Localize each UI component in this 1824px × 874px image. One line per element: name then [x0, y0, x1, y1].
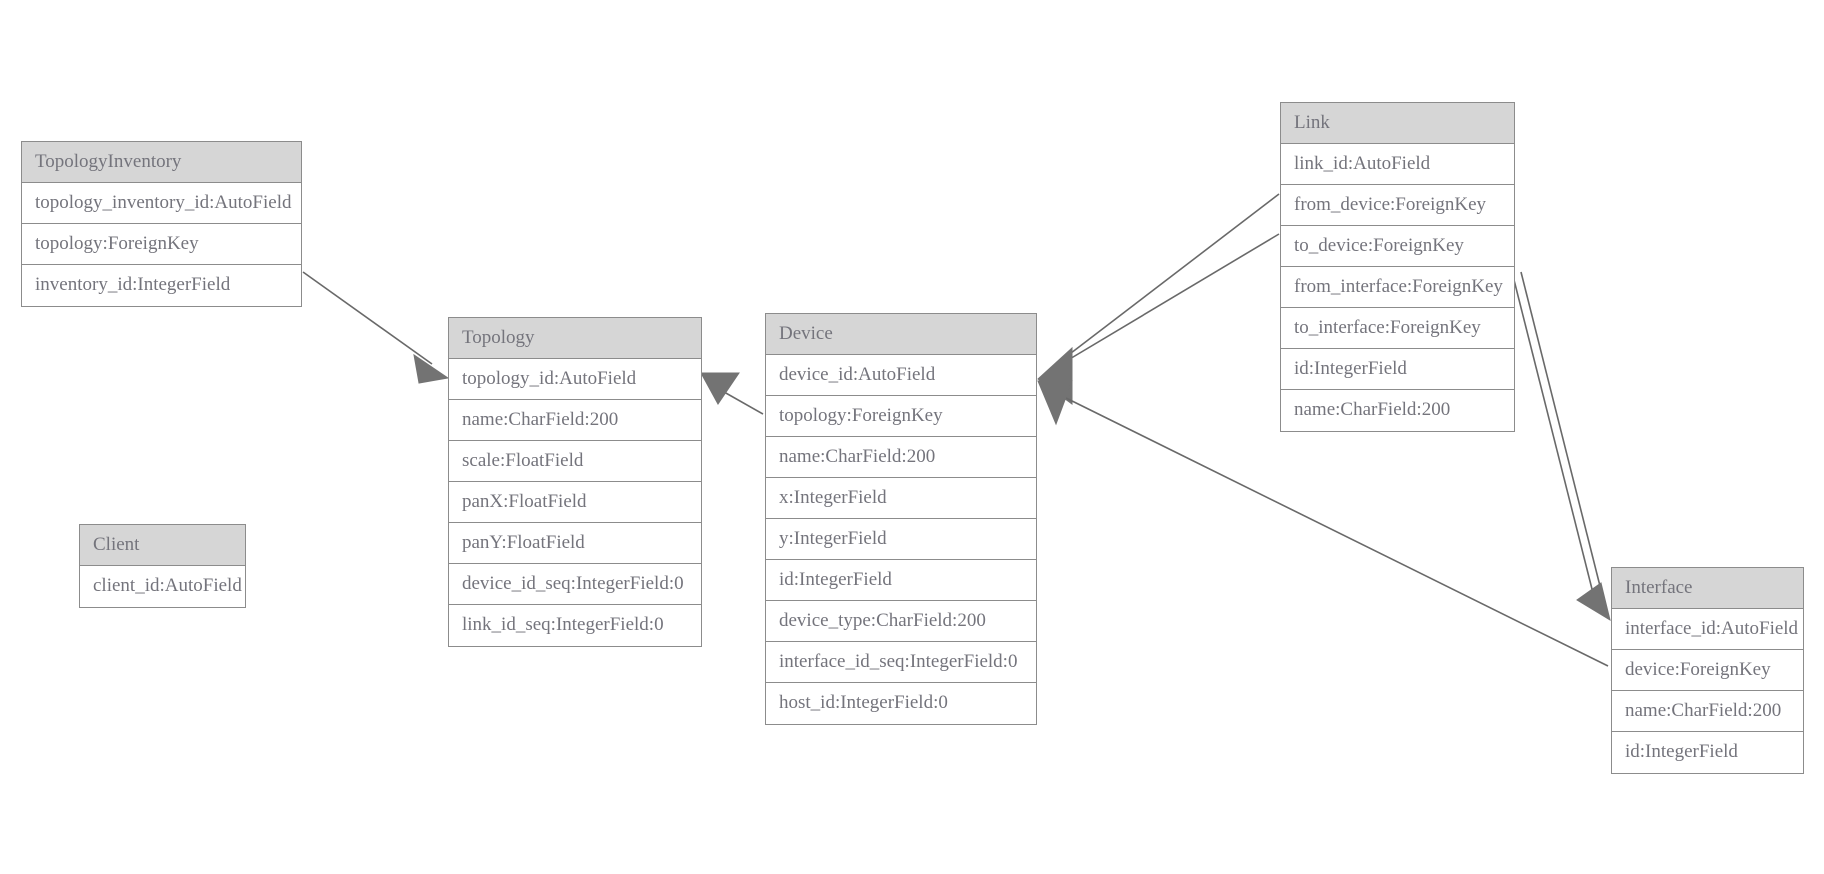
entity-title-device: Device	[766, 314, 1036, 355]
entity-field-id: id:IntegerField	[766, 560, 1036, 601]
entity-field-id: id:IntegerField	[1281, 349, 1514, 390]
entity-field-device-id-seq: device_id_seq:IntegerField:0	[449, 564, 701, 605]
entity-title-interface: Interface	[1612, 568, 1803, 609]
entity-field-topology-inventory-id: topology_inventory_id:AutoField	[22, 183, 301, 224]
entity-field-client-id: client_id:AutoField	[80, 566, 245, 607]
arrowhead-device-top	[1037, 346, 1073, 405]
entity-title-topologyinventory: TopologyInventory	[22, 142, 301, 183]
entity-field-device-id: device_id:AutoField	[766, 355, 1036, 396]
entity-field-name: name:CharField:200	[766, 437, 1036, 478]
arrowhead-interface	[1576, 582, 1611, 622]
edge-device-to-topology	[700, 372, 764, 415]
entity-title-topology: Topology	[449, 318, 701, 359]
entity-topology[interactable]: Topology topology_id:AutoField name:Char…	[448, 317, 702, 647]
entity-field-x: x:IntegerField	[766, 478, 1036, 519]
entity-device[interactable]: Device device_id:AutoField topology:Fore…	[765, 313, 1037, 725]
entity-topologyinventory[interactable]: TopologyInventory topology_inventory_id:…	[21, 141, 302, 307]
entity-field-scale: scale:FloatField	[449, 441, 701, 482]
entity-field-name: name:CharField:200	[1612, 691, 1803, 732]
entity-field-topology: topology:ForeignKey	[22, 224, 301, 265]
entity-interface[interactable]: Interface interface_id:AutoField device:…	[1611, 567, 1804, 774]
entity-field-to-device: to_device:ForeignKey	[1281, 226, 1514, 267]
entity-field-link-id-seq: link_id_seq:IntegerField:0	[449, 605, 701, 646]
edge-link-from-device-to-device	[1057, 193, 1280, 364]
edge-link-to-interface-to-interface	[1520, 271, 1603, 595]
entity-field-to-interface: to_interface:ForeignKey	[1281, 308, 1514, 349]
entity-field-device-fk: device:ForeignKey	[1612, 650, 1803, 691]
entity-field-panx: panX:FloatField	[449, 482, 701, 523]
entity-field-topology-id: topology_id:AutoField	[449, 359, 701, 400]
entity-field-host-id: host_id:IntegerField:0	[766, 683, 1036, 724]
entity-field-name: name:CharField:200	[1281, 390, 1514, 431]
entity-field-pany: panY:FloatField	[449, 523, 701, 564]
edge-link-to-device-to-device	[1057, 233, 1280, 367]
entity-field-name: name:CharField:200	[449, 400, 701, 441]
entity-field-topology-fk: topology:ForeignKey	[766, 396, 1036, 437]
entity-client[interactable]: Client client_id:AutoField	[79, 524, 246, 608]
entity-title-client: Client	[80, 525, 245, 566]
entity-field-from-interface: from_interface:ForeignKey	[1281, 267, 1514, 308]
entity-title-link: Link	[1281, 103, 1514, 144]
entity-field-interface-id-seq: interface_id_seq:IntegerField:0	[766, 642, 1036, 683]
entity-field-y: y:IntegerField	[766, 519, 1036, 560]
entity-field-inventory-id: inventory_id:IntegerField	[22, 265, 301, 306]
edge-link-from-interface-to-interface	[1511, 271, 1595, 598]
entity-field-device-type: device_type:CharField:200	[766, 601, 1036, 642]
entity-field-id: id:IntegerField	[1612, 732, 1803, 773]
entity-field-interface-id: interface_id:AutoField	[1612, 609, 1803, 650]
entity-field-link-id: link_id:AutoField	[1281, 144, 1514, 185]
edge-topologyinventory-to-topology	[302, 271, 450, 384]
entity-link[interactable]: Link link_id:AutoField from_device:Forei…	[1280, 102, 1515, 432]
entity-field-from-device: from_device:ForeignKey	[1281, 185, 1514, 226]
